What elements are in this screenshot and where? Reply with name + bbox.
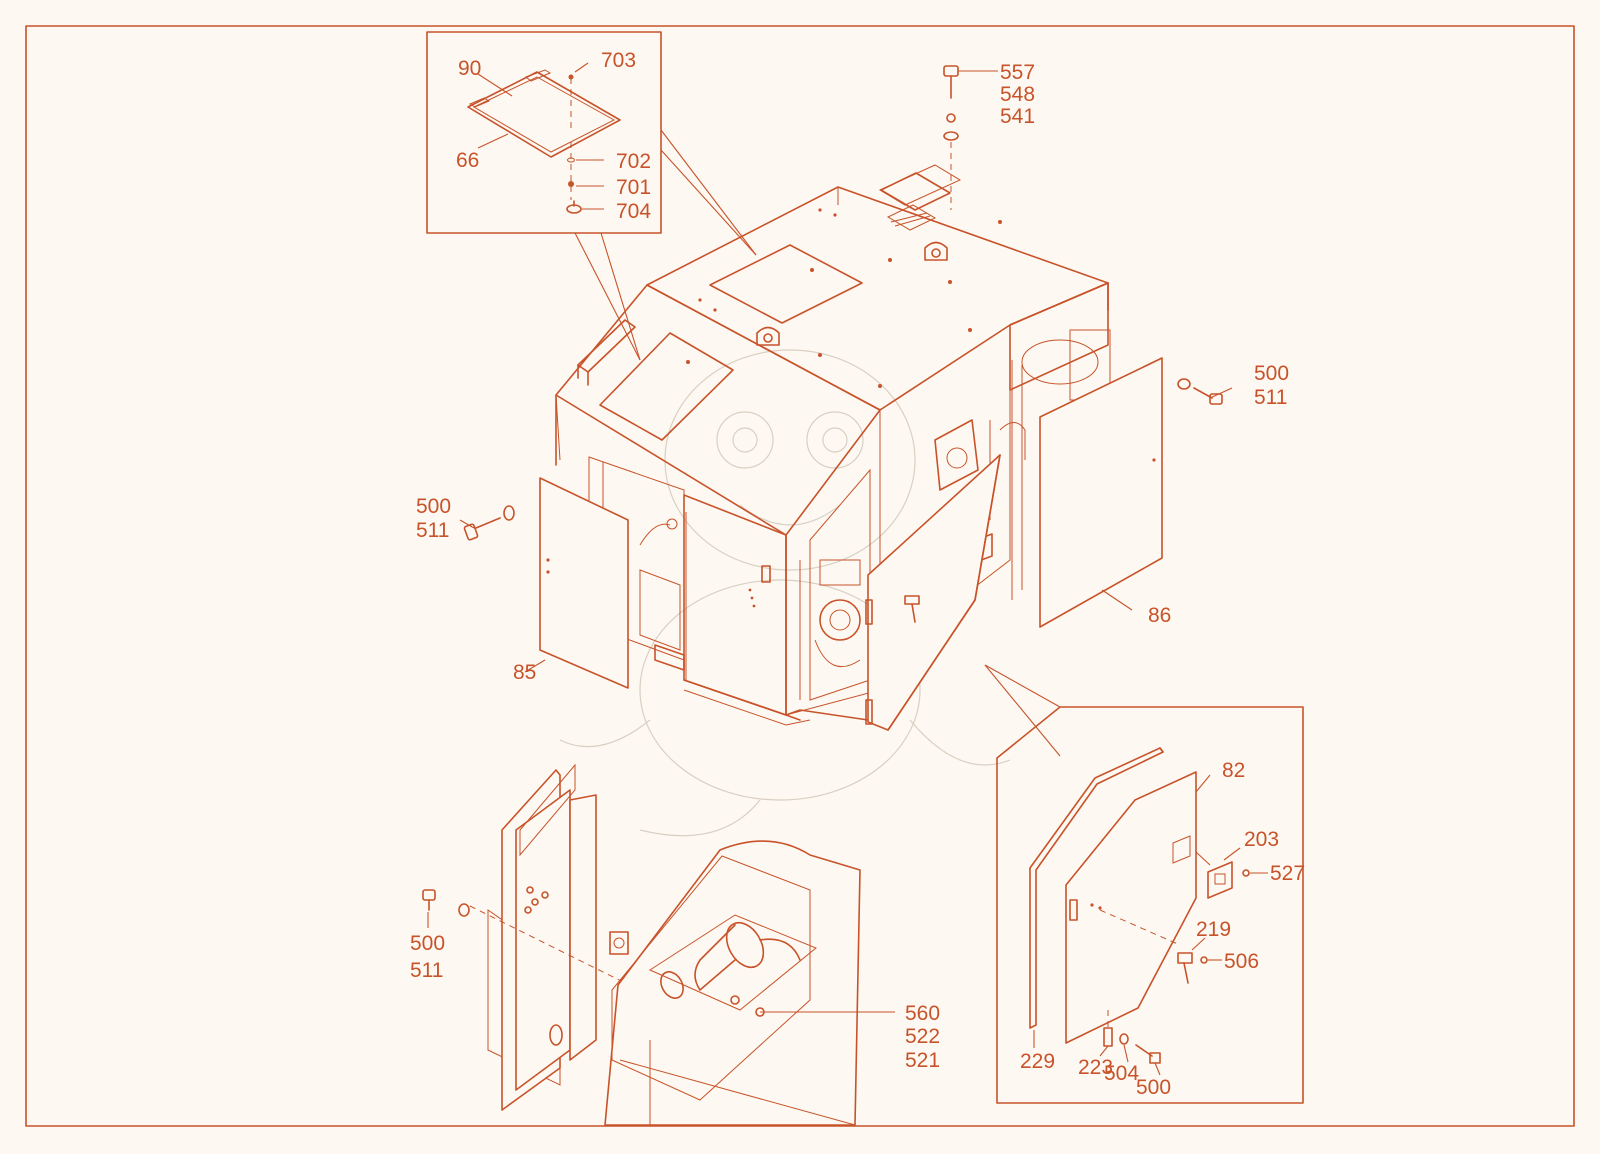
label-557: 557 [1000,61,1035,84]
left-handle [577,319,636,373]
latch-lock-icon [1207,861,1233,899]
enclosure-main [463,65,1223,731]
label-511-bottom: 511 [410,959,443,982]
label-522: 522 [905,1025,940,1048]
inset-door-detail [984,664,1304,1104]
roof-hatch [709,244,863,324]
side-panel-85 [539,477,629,689]
slope-hatch [599,332,734,441]
radiator-drum [1021,339,1099,385]
engine-pulley [819,599,861,641]
door-hinge-icon [761,565,771,583]
cover-plate-icon [467,69,621,158]
label-500-door: 500 [1136,1076,1171,1099]
bolt-icon [463,517,501,541]
label-541: 541 [1000,105,1035,128]
label-548: 548 [1000,83,1035,106]
label-702: 702 [616,150,651,173]
door-hinge-icon [865,599,873,625]
label-701: 701 [616,176,651,199]
label-229: 229 [1020,1050,1055,1073]
door-handle-icon [904,595,920,623]
front-face-lower [683,494,787,716]
callout-leaders [427,70,1268,1076]
exhaust-opening [648,914,817,1011]
base-rail [654,644,685,671]
diagram-frame [25,25,1575,1127]
label-203: 203 [1244,828,1279,851]
right-bay-panel [934,419,979,491]
watermark-mascot [559,349,1011,837]
callout-labels: 90 703 66 702 701 704 557 548 541 500 51… [410,49,1305,1099]
exhaust-muffler-icon [660,921,801,999]
label-86: 86 [1148,604,1171,627]
exhaust-detail [604,840,895,1126]
label-66: 66 [456,149,479,172]
end-panel-cover [569,794,597,1061]
end-panel-assembly [422,763,721,1111]
label-521: 521 [905,1049,940,1072]
label-511-left: 511 [416,519,449,542]
washer-icon [567,157,575,163]
door-gasket-229 [1029,747,1164,1029]
label-511-right: 511 [1254,386,1287,409]
bolt-icon [943,65,959,99]
washer-icon [503,505,515,521]
label-506: 506 [1224,950,1259,973]
label-500-right: 500 [1254,362,1289,385]
left-bay-unit [639,569,681,651]
lifting-eye-icon [924,241,948,261]
bolt-icon [1135,1044,1161,1064]
label-90: 90 [458,57,481,80]
side-panel-86 [1039,357,1163,628]
bolt-icon [1193,387,1223,405]
label-82: 82 [1222,759,1245,782]
washer-icon [946,113,956,123]
label-219: 219 [1196,918,1231,941]
door-handle-icon [1177,952,1193,984]
label-223: 223 [1078,1056,1113,1079]
label-504: 504 [1104,1062,1139,1085]
washer-icon [458,903,470,917]
label-560: 560 [905,1002,940,1025]
bolt-icon [422,889,436,911]
washer-icon [1177,378,1191,390]
lifting-eye-icon [756,326,780,346]
washer-icon [1119,1033,1129,1045]
label-85: 85 [513,661,536,684]
inset-hatch-cover [426,31,662,234]
label-500-bottom: 500 [410,932,445,955]
washer-icon [943,131,959,141]
front-door-open [867,454,1001,731]
hinge-pin-icon [1103,1027,1113,1047]
label-703: 703 [601,49,636,72]
label-527: 527 [1270,862,1305,885]
door-hinge-icon [1069,899,1078,921]
door-hinge-icon [865,699,873,725]
wing-nut-icon [566,200,582,214]
grommet-plate [609,931,629,955]
door-82 [1065,771,1197,1044]
label-500-left: 500 [416,495,451,518]
label-704: 704 [616,200,651,223]
